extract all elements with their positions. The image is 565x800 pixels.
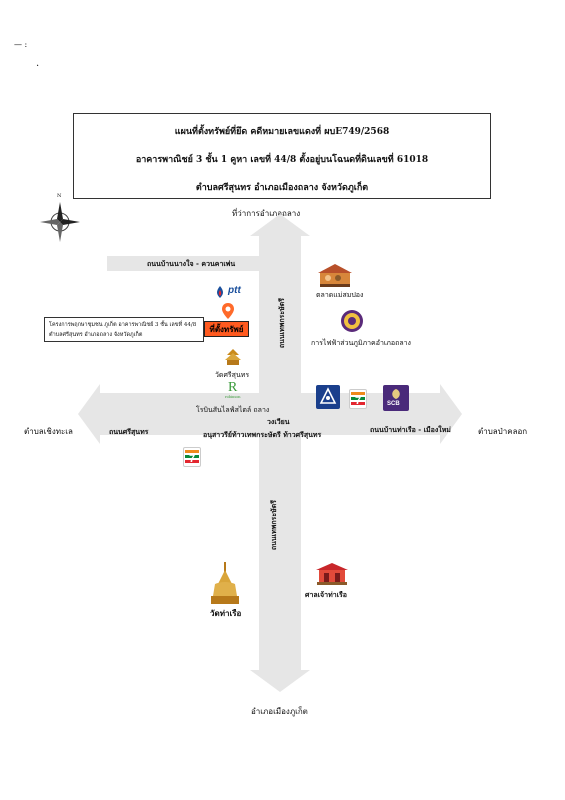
- west-direction-label: ตำบลเชิงทะเล: [24, 427, 73, 436]
- temple-srisunthon-label: วัดศรีสุนทร: [215, 371, 250, 379]
- svg-text:7: 7: [189, 453, 195, 465]
- property-location-badge: ที่ตั้งทรัพย์: [204, 321, 249, 337]
- vertical-road: [259, 232, 301, 672]
- title-box: แผนที่ตั้งทรัพย์ที่ยึด คดีหมายเลขแดงที่ …: [73, 113, 491, 199]
- top-road: [107, 256, 277, 271]
- property-description-line-1: โครงการพฤกษาชุมชน ภูเก็ต อาคารพาณิชย์ 3 …: [49, 322, 197, 328]
- arrow-right-icon: [440, 384, 462, 444]
- compass-letter: N: [57, 193, 62, 199]
- east-direction-label: ตำบลป่าคลอก: [478, 427, 528, 436]
- location-pin-icon: [222, 303, 234, 319]
- seven-eleven-logo-icon: 7: [183, 447, 201, 467]
- svg-text:7: 7: [355, 395, 361, 407]
- arrow-down-icon: [250, 670, 310, 692]
- property-description-box: โครงการพฤกษาชุมชน ภูเก็ต อาคารพาณิชย์ 3 …: [44, 317, 204, 342]
- shrine-icon: [316, 562, 348, 586]
- west-road-label: ถนนศรีสุนทร: [109, 427, 149, 436]
- market-label: ตลาดแม่สมปอง: [316, 291, 364, 299]
- ptt-logo-text: ptt: [228, 285, 241, 296]
- shrine-label: ศาลเจ้าท่าเรือ: [305, 590, 347, 599]
- market-icon: [318, 264, 352, 288]
- south-direction-label: อำเภอเมืองภูเก็ต: [251, 707, 308, 716]
- roundabout-label-line-1: วงเวียน: [267, 417, 290, 426]
- robinson-logo-icon: R robinson: [225, 380, 245, 404]
- robinson-logo-letter: R: [228, 380, 238, 395]
- scb-logo-icon: SCB: [383, 385, 409, 411]
- pea-logo-icon: [340, 309, 364, 333]
- compass-rose-icon: [38, 200, 82, 244]
- pea-label: การไฟฟ้าส่วนภูมิภาคอำเภอถลาง: [311, 339, 411, 347]
- vertical-road-lower-label: ถนนเทพกระษัตรี: [269, 500, 278, 551]
- arrow-up-icon: [250, 214, 310, 236]
- robinson-label: โรบินสันไลฟ์สไตล์ ถลาง: [196, 406, 270, 414]
- title-line-2: อาคารพาณิชย์ 3 ชั้น 1 คูหา เลขที่ 44/8 ต…: [135, 155, 429, 165]
- arrow-left-icon: [78, 384, 100, 444]
- corner-mark-bottom: .: [36, 58, 40, 69]
- title-line-1: แผนที่ตั้งทรัพย์ที่ยึด คดีหมายเลขแดงที่ …: [174, 127, 390, 137]
- vertical-road-upper-label: ถนนเทพกระษัตรี: [277, 298, 286, 349]
- seven-eleven-logo-icon: 7: [349, 389, 367, 409]
- scb-logo-text: SCB: [387, 401, 400, 407]
- roundabout-label-line-2: อนุสาวรีย์ท้าวเทพกระษัตรี ท้าวศรีสุนทร: [203, 430, 322, 439]
- robinson-logo-subtext: robinson: [225, 395, 241, 399]
- ptt-logo-icon: ptt: [213, 285, 253, 299]
- corner-mark-top: — :: [14, 40, 28, 49]
- east-road-label: ถนนบ้านท่าเรือ - เมืองใหม่: [370, 425, 451, 434]
- property-description-line-2: ตำบลศรีสุนทร อำเภอถลาง จังหวัดภูเก็ต: [49, 332, 143, 338]
- north-direction-label: ที่ว่าการอำเภอถลาง: [232, 209, 301, 218]
- temple-icon: [224, 348, 242, 366]
- title-line-3: ตำบลศรีสุนทร อำเภอเมืองถลาง จังหวัดภูเก็…: [195, 183, 369, 193]
- temple-tharuea-label: วัดท่าเรือ: [210, 608, 242, 618]
- stupa-icon: [210, 562, 240, 606]
- top-road-label: ถนนบ้านนางใจ - ควนคาเพ่น: [147, 259, 236, 268]
- bangkok-bank-logo-icon: [316, 385, 340, 409]
